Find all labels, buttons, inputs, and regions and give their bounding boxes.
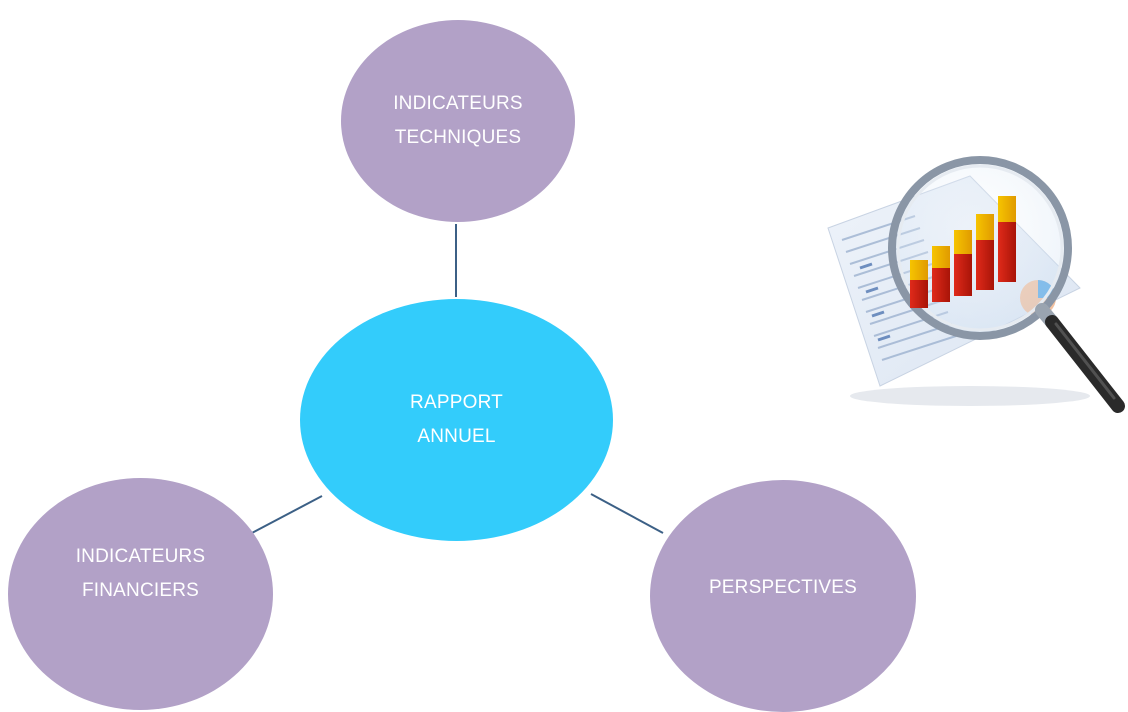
node-perspectives: PERSPECTIVES (650, 480, 916, 712)
node-label: PERSPECTIVES (708, 577, 858, 598)
connector-perspectives (590, 493, 664, 534)
node-label: INDICATEURS FINANCIERS (75, 546, 206, 601)
connector-financiers (249, 495, 323, 535)
node-rapport-annuel: RAPPORT ANNUEL (300, 299, 613, 541)
magnifier-over-report-chart-icon (827, 156, 1125, 413)
node-indicateurs-techniques: INDICATEURS TECHNIQUES (341, 20, 575, 222)
node-label: INDICATEURS TECHNIQUES (393, 93, 523, 148)
node-label: RAPPORT ANNUEL (410, 392, 503, 447)
node-indicateurs-financiers: INDICATEURS FINANCIERS (8, 478, 273, 710)
